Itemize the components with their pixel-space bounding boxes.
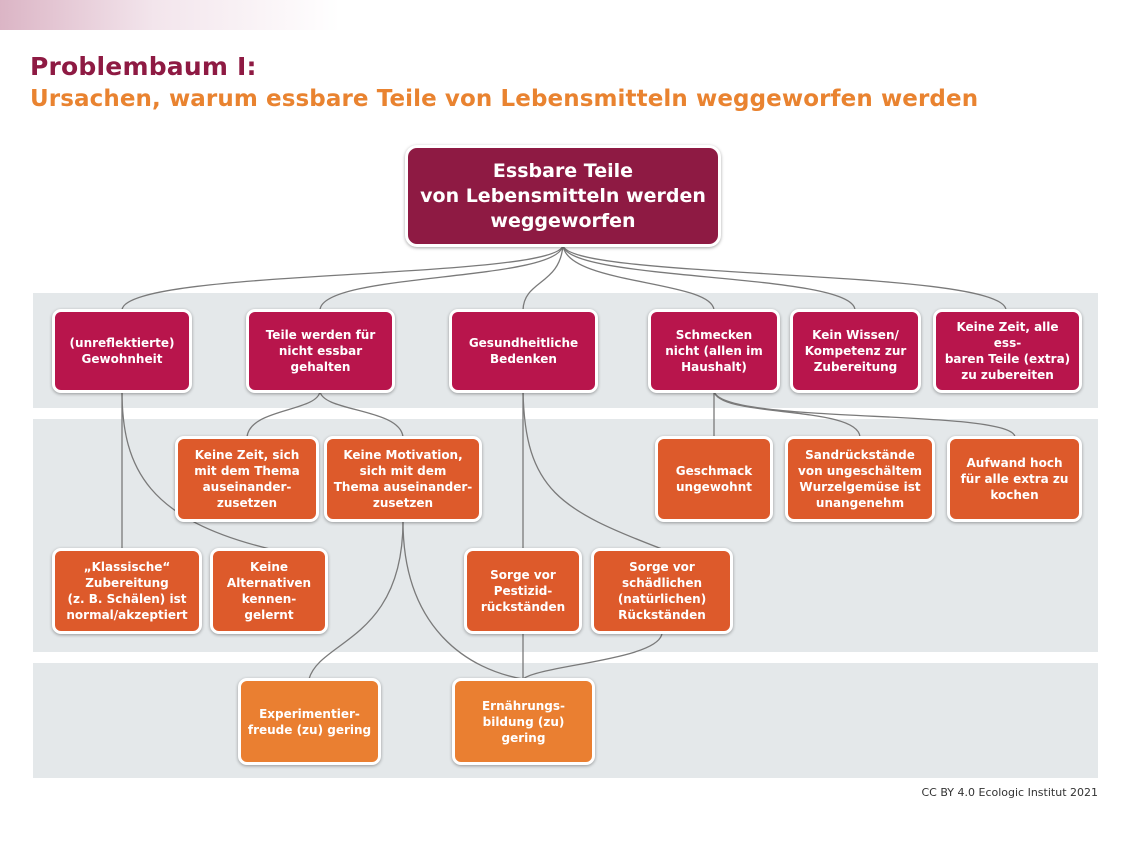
page-subtitle: Ursachen, warum essbare Teile von Lebens… bbox=[30, 86, 979, 112]
subcause-klassische: „Klassische“ Zubereitung (z. B. Schälen)… bbox=[52, 548, 202, 634]
subcause-sandrueckstaende: Sandrückstände von ungeschältem Wurzelge… bbox=[785, 436, 935, 522]
cause-wissen: Kein Wissen/ Kompetenz zur Zubereitung bbox=[790, 309, 921, 393]
cause-keine-zeit-extra: Keine Zeit, alle ess- baren Teile (extra… bbox=[933, 309, 1082, 393]
connector-schmecken-sand bbox=[713, 390, 861, 438]
subcause-keine-motivation: Keine Motivation, sich mit dem Thema aus… bbox=[324, 436, 482, 522]
connector-motivation-ernaehrungsbildung bbox=[402, 520, 524, 680]
connector-schmecken-aufwand bbox=[713, 390, 1016, 438]
connector-root-keine-zeit bbox=[562, 244, 1007, 311]
rootcause-experimentierfreude: Experimentier- freude (zu) gering bbox=[238, 678, 381, 765]
subcause-keine-zeit-thema: Keine Zeit, sich mit dem Thema auseinand… bbox=[175, 436, 319, 522]
cause-schmecken: Schmecken nicht (allen im Haushalt) bbox=[648, 309, 780, 393]
cause-gewohnheit: (unreflektierte) Gewohnheit bbox=[52, 309, 192, 393]
subcause-geschmack: Geschmack ungewohnt bbox=[655, 436, 773, 522]
root-problem-box: Essbare Teile von Lebensmitteln werden w… bbox=[405, 145, 721, 247]
connector-root-nicht-essbar bbox=[319, 244, 564, 311]
header-decoration bbox=[0, 0, 340, 30]
subcause-aufwand: Aufwand hoch für alle extra zu kochen bbox=[947, 436, 1082, 522]
subcause-alternativen: Keine Alternativen kennen- gelernt bbox=[210, 548, 328, 634]
subcause-schaedlich: Sorge vor schädlichen (natürlichen) Rück… bbox=[591, 548, 733, 634]
connector-motivation-experimentierfreude bbox=[308, 520, 404, 680]
connector-nicht-essbar-zeit bbox=[246, 390, 321, 438]
connector-root-gesundheit bbox=[522, 244, 564, 311]
page-title: Problembaum I: bbox=[30, 52, 257, 81]
subcause-pestizid: Sorge vor Pestizid- rückständen bbox=[464, 548, 582, 634]
cause-nicht-essbar: Teile werden für nicht essbar gehalten bbox=[246, 309, 395, 393]
rootcause-ernaehrungsbildung: Ernährungs- bildung (zu) gering bbox=[452, 678, 595, 765]
connector-gesundheit-schaedlich bbox=[522, 390, 663, 550]
credit-line: CC BY 4.0 Ecologic Institut 2021 bbox=[921, 786, 1098, 799]
connector-schaedlich-ernaehrungsbildung bbox=[522, 632, 663, 680]
connector-root-gewohnheit bbox=[121, 244, 564, 311]
connector-nicht-essbar-motivation bbox=[319, 390, 404, 438]
connector-root-wissen bbox=[562, 244, 856, 311]
connector-gewohnheit-alternativen bbox=[121, 390, 271, 550]
connector-root-schmecken bbox=[562, 244, 715, 311]
cause-gesundheit: Gesundheitliche Bedenken bbox=[449, 309, 598, 393]
